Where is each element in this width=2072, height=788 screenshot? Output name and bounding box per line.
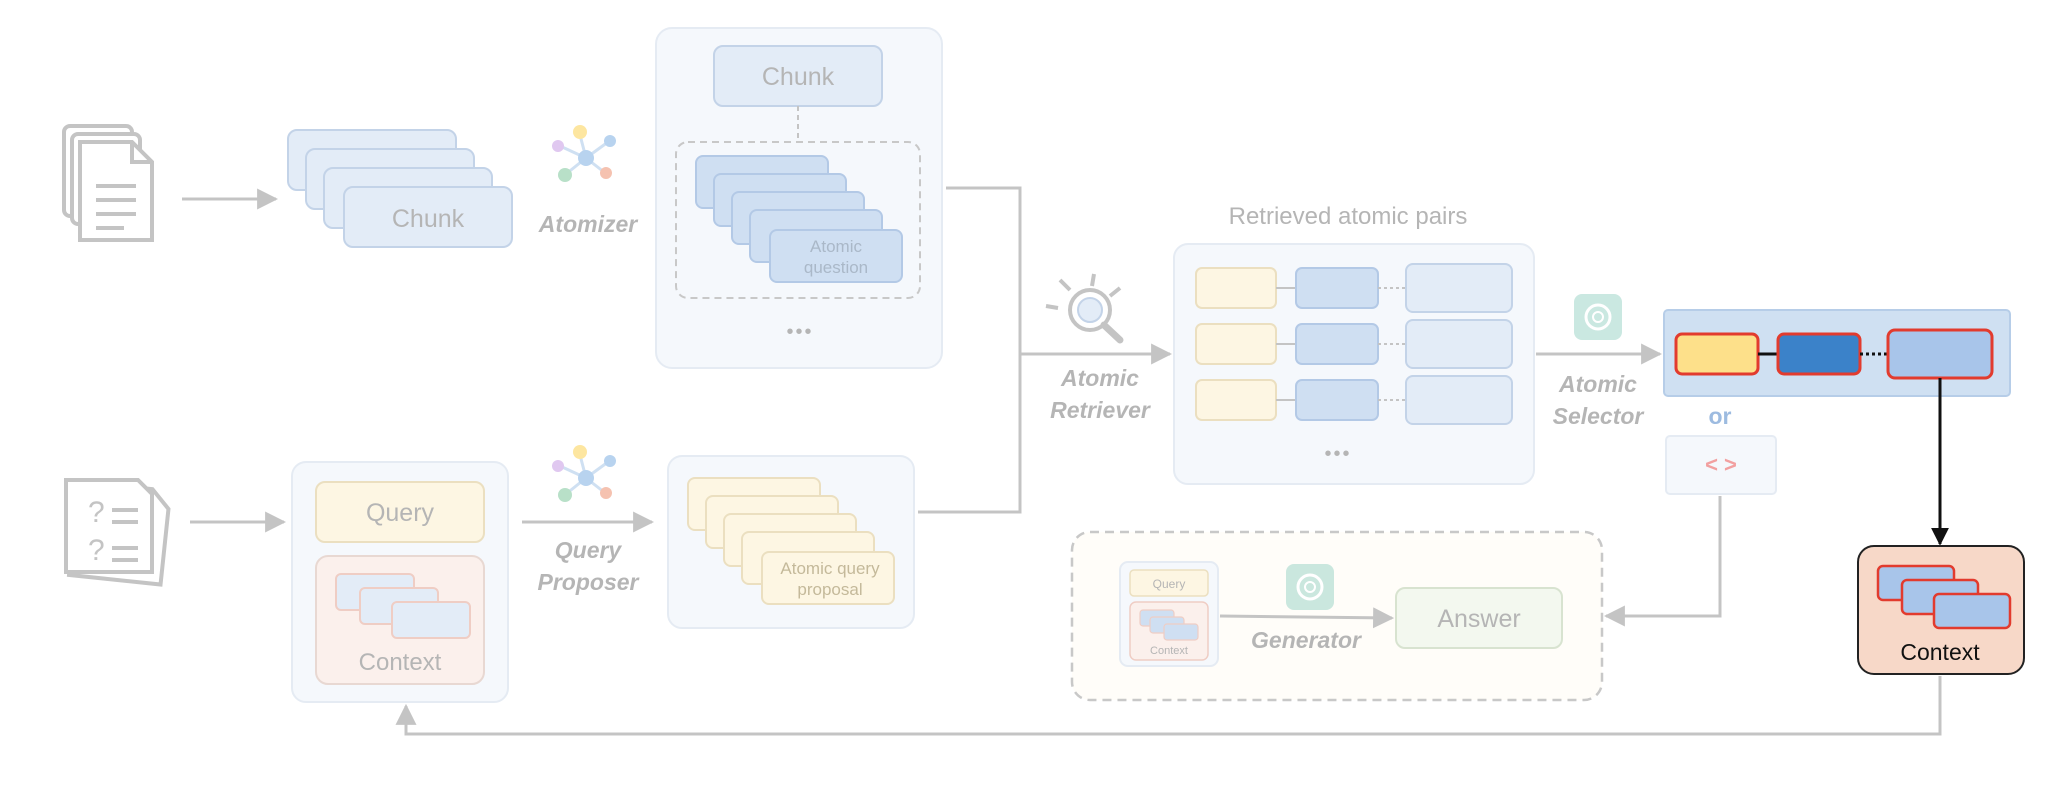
chatgpt-icon [1286,564,1334,610]
arrow-empty-to-answer [1603,496,1722,627]
selected-pair-band [1663,309,2011,397]
generator-context-label: Context [1150,645,1188,657]
atomizer-label: Atomizer [538,211,638,237]
retrieved-pairs-ellipsis: ••• [1324,443,1351,465]
empty-selection-box [1665,435,1777,495]
retrieved-pairs-title: Retrieved atomic pairs [1229,203,1468,230]
query-proposer-label-2: Proposer [538,569,640,595]
network-icon-2 [552,445,616,502]
chunk-panel: Chunk Atomic question ••• [655,27,943,369]
chunk-panel-label: Chunk [762,63,835,91]
chunk-stack-label: Chunk [392,205,465,233]
context-output-label: Context [1900,639,1980,665]
atomic-retriever-label-1: Atomic [1060,365,1139,391]
answer-label: Answer [1437,605,1520,633]
query-box-label: Query [366,499,435,527]
atomic-question-label-2: question [804,258,868,277]
pair-row [1195,319,1513,369]
atomic-question-label-1: Atomic [810,237,862,256]
svg-text:?: ? [88,534,105,567]
query-proposer-label-1: Query [555,537,623,563]
chunk-stack [287,129,513,248]
query-proposal-panel: Atomic query proposal [667,455,915,629]
generator-label: Generator [1251,627,1362,653]
context-output-box: Context [1857,545,2025,675]
loop-back-arrow [395,676,1942,736]
svg-text:?: ? [88,496,105,529]
arrow-generator-to-answer [1219,607,1395,629]
pair-row [1195,263,1513,313]
line-proposals-to-retriever [918,354,1022,514]
atomic-query-proposal-label-2: proposal [797,580,862,599]
chunk-panel-ellipsis: ••• [786,321,813,343]
query-context-panel: Query Context [291,461,509,703]
generator-panel: Query Context Generator Answer [1070,530,1604,702]
atomic-retriever-label-2: Retriever [1050,397,1151,423]
atomic-selector-label-2: Selector [1553,403,1645,429]
generator-query-label: Query [1153,577,1186,591]
atomic-selector-label-1: Atomic [1558,371,1637,397]
empty-selection-label: < > [1705,452,1737,477]
network-icon [552,125,616,182]
atomic-query-proposal-label-1: Atomic query [780,559,880,578]
retrieved-pairs-panel: ••• [1173,243,1535,485]
or-label: or [1709,403,1732,429]
documents-icon [62,124,154,242]
magnifier-robot-icon [1045,273,1124,344]
chatgpt-icon [1574,294,1622,340]
context-box-label: Context [359,649,442,676]
line-chunks-to-retriever [946,186,1022,354]
pair-row [1195,375,1513,425]
question-list-icon: ? ? [64,478,171,587]
